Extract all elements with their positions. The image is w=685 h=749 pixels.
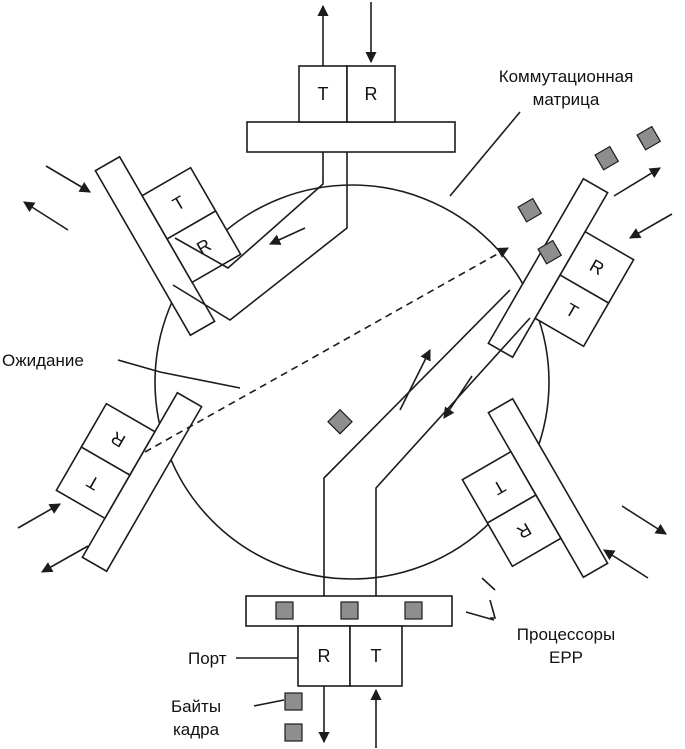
frame-byte-square xyxy=(340,601,359,620)
processors-label-line1: Процессоры xyxy=(517,625,615,644)
port-bottom: R T xyxy=(245,595,453,748)
port-top-right-letter: R xyxy=(365,84,378,104)
matrix-label-line2: матрица xyxy=(533,90,600,109)
frame-byte-square xyxy=(636,125,662,151)
switching-matrix-circle xyxy=(154,184,550,580)
port-lower-left: R T xyxy=(55,391,203,573)
processors-label-line2: EPP xyxy=(549,648,583,667)
port-bottom-right-letter: T xyxy=(371,646,382,666)
port-top: T R xyxy=(246,2,456,153)
matrix-label-line1: Коммутационная xyxy=(499,67,634,86)
port-upper-left: T R xyxy=(94,155,242,337)
frame-bytes-label-line1: Байты xyxy=(171,697,221,716)
frame-bytes-label-line2: кадра xyxy=(173,720,220,739)
frame-byte-square xyxy=(594,145,620,171)
waiting-label: Ожидание xyxy=(2,351,84,370)
frame-byte-square xyxy=(275,601,294,620)
port-top-left-letter: T xyxy=(318,84,329,104)
frame-byte-square xyxy=(517,197,543,223)
port-lower-right: T R xyxy=(461,397,609,579)
frame-byte-square xyxy=(537,239,563,265)
frame-byte-square xyxy=(284,692,303,711)
frame-byte-square xyxy=(327,408,353,435)
frame-byte-square xyxy=(404,601,423,620)
port-label: Порт xyxy=(188,649,227,668)
frame-byte-square xyxy=(284,723,303,742)
waiting-dashed-path xyxy=(144,247,509,453)
port-upper-right: T R xyxy=(487,177,635,359)
processor-bar-top xyxy=(246,121,456,153)
port-bottom-left-letter: R xyxy=(318,646,331,666)
